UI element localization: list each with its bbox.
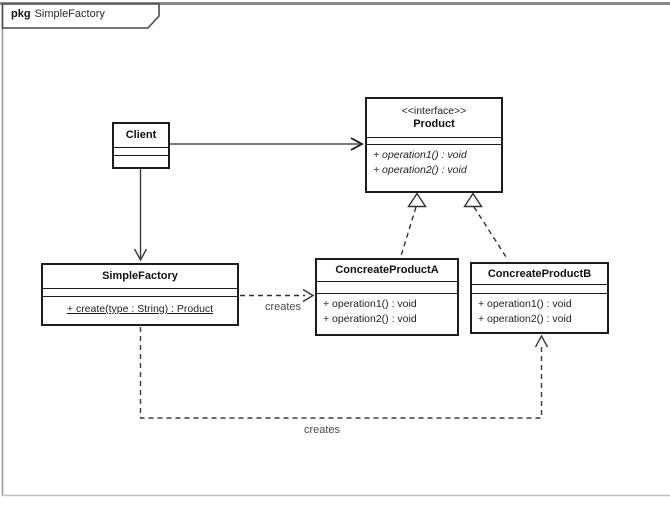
class-simple-factory-name: SimpleFactory <box>102 270 178 282</box>
edge-client-uses-product <box>170 137 364 151</box>
class-simple-factory-operations: + create(type : String) : Product <box>43 296 237 324</box>
class-concreate-product-a-operations: + operation1() : void + operation2() : v… <box>317 293 457 334</box>
operation-item: + operation2() : void <box>373 164 467 176</box>
edge-b-realizes-product <box>463 192 509 261</box>
class-client: Client <box>112 122 170 169</box>
operation-item: + operation1() : void <box>478 298 572 310</box>
class-concreate-product-a: ConcreateProductA + operation1() : void … <box>315 258 459 336</box>
class-concreate-product-a-name: ConcreateProductA <box>335 264 439 276</box>
class-simple-factory-attributes <box>43 288 237 296</box>
class-product-stereotype: <<interface>> <box>401 105 467 117</box>
edge-factory-creates-b <box>139 327 549 419</box>
class-concreate-product-b-attributes <box>472 284 607 293</box>
edge-label-creates-b: creates <box>303 424 341 436</box>
class-product: <<interface>> Product + operation1() : v… <box>365 97 503 193</box>
operation-item: + operation1() : void <box>373 149 467 161</box>
class-product-operations: + operation1() : void + operation2() : v… <box>367 144 501 191</box>
class-concreate-product-b-name: ConcreateProductB <box>487 267 592 280</box>
class-client-operations <box>114 155 168 167</box>
edge-factory-creates-a <box>240 288 315 303</box>
operation-item: + operation2() : void <box>478 313 572 325</box>
class-client-attributes <box>114 147 168 155</box>
class-concreate-product-a-attributes <box>317 281 457 293</box>
operation-item: + create(type : String) : Product <box>66 303 214 315</box>
operation-item: + operation2() : void <box>323 313 417 325</box>
package-name: SimpleFactory <box>34 8 105 20</box>
class-client-name: Client <box>125 129 157 141</box>
edge-a-realizes-product <box>400 192 427 257</box>
class-product-attributes <box>367 137 501 144</box>
class-concreate-product-b-operations: + operation1() : void + operation2() : v… <box>472 293 607 332</box>
edge-label-creates-a: creates <box>264 301 302 313</box>
class-product-title: <<interface>> Product <box>367 99 501 137</box>
package-tab <box>1 3 160 29</box>
class-product-name: Product <box>413 118 455 130</box>
edge-client-to-factory <box>133 169 148 262</box>
class-simple-factory: SimpleFactory + create(type : String) : … <box>41 263 239 326</box>
class-concreate-product-b: ConcreateProductB + operation1() : void … <box>470 262 609 334</box>
operation-item: + operation1() : void <box>323 298 417 310</box>
package-keyword: pkg <box>11 8 31 20</box>
